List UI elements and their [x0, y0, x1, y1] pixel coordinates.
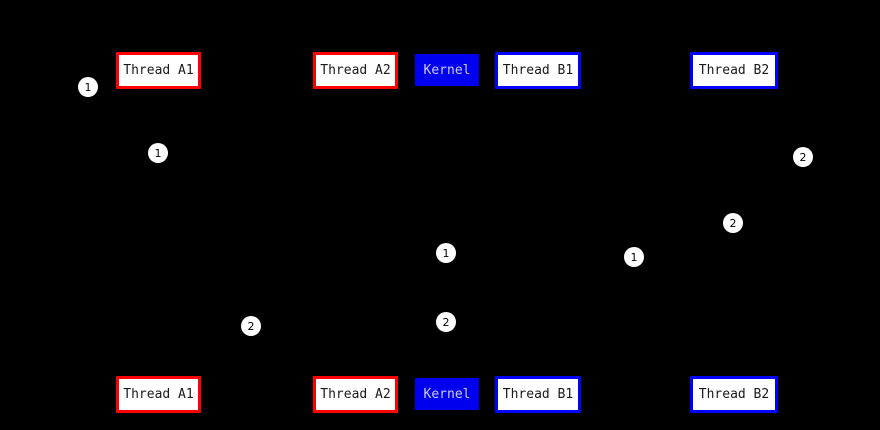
lifeline-thread-a1	[158, 89, 159, 376]
step-badge-2: 2	[241, 316, 261, 336]
participant-label: Thread B1	[502, 63, 574, 78]
step-badge-number: 2	[442, 315, 450, 329]
participant-label: Thread B1	[502, 387, 574, 402]
participant-bottom-thread-a2[interactable]: Thread A2	[313, 376, 398, 413]
arrow-head-4-icon	[727, 253, 734, 261]
participant-label: Kernel	[423, 386, 471, 402]
message-line-5	[355, 326, 447, 327]
participant-label: Thread A1	[123, 387, 194, 402]
participant-label: Thread A2	[320, 387, 391, 402]
step-badge-number: 1	[442, 246, 450, 260]
message-line-2	[447, 157, 734, 158]
participant-label: Thread A1	[123, 63, 194, 78]
participant-top-thread-a1[interactable]: Thread A1	[116, 52, 201, 89]
step-badge-1: 1	[624, 247, 644, 267]
arrow-head-1-icon	[440, 149, 447, 157]
participant-bottom-kernel[interactable]: Kernel	[415, 378, 479, 410]
step-badge-number: 2	[247, 319, 255, 333]
participant-top-kernel[interactable]: Kernel	[415, 54, 479, 86]
message-line-1	[158, 153, 447, 154]
step-badge-number: 2	[729, 216, 737, 230]
lifeline-kernel	[447, 86, 448, 378]
step-badge-2: 2	[793, 147, 813, 167]
step-badge-number: 1	[630, 250, 638, 264]
lifeline-thread-b1	[538, 89, 539, 376]
message-line-3	[158, 253, 447, 254]
step-badge-2: 2	[436, 312, 456, 332]
participant-bottom-thread-b2[interactable]: Thread B2	[690, 376, 778, 413]
participant-label: Thread B2	[698, 63, 770, 78]
message-line-6	[355, 322, 447, 323]
participant-bottom-thread-a1[interactable]: Thread A1	[116, 376, 201, 413]
participant-label: Thread B2	[698, 387, 770, 402]
participant-label: Kernel	[423, 62, 471, 78]
arrow-head-2-icon	[447, 153, 454, 161]
step-badge-1: 1	[78, 77, 98, 97]
step-badge-number: 2	[799, 150, 807, 164]
step-badge-2: 2	[723, 213, 743, 233]
participant-bottom-thread-b1[interactable]: Thread B1	[495, 376, 581, 413]
lifeline-thread-a2	[355, 89, 356, 376]
step-badge-number: 1	[154, 146, 162, 160]
step-badge-1: 1	[148, 143, 168, 163]
participant-label: Thread A2	[320, 63, 391, 78]
step-badge-1: 1	[436, 243, 456, 263]
step-badge-number: 1	[84, 80, 92, 94]
arrow-head-3-icon	[158, 249, 165, 257]
arrow-head-6-icon	[355, 318, 362, 326]
participant-top-thread-b2[interactable]: Thread B2	[690, 52, 778, 89]
participant-top-thread-b1[interactable]: Thread B1	[495, 52, 581, 89]
participant-top-thread-a2[interactable]: Thread A2	[313, 52, 398, 89]
